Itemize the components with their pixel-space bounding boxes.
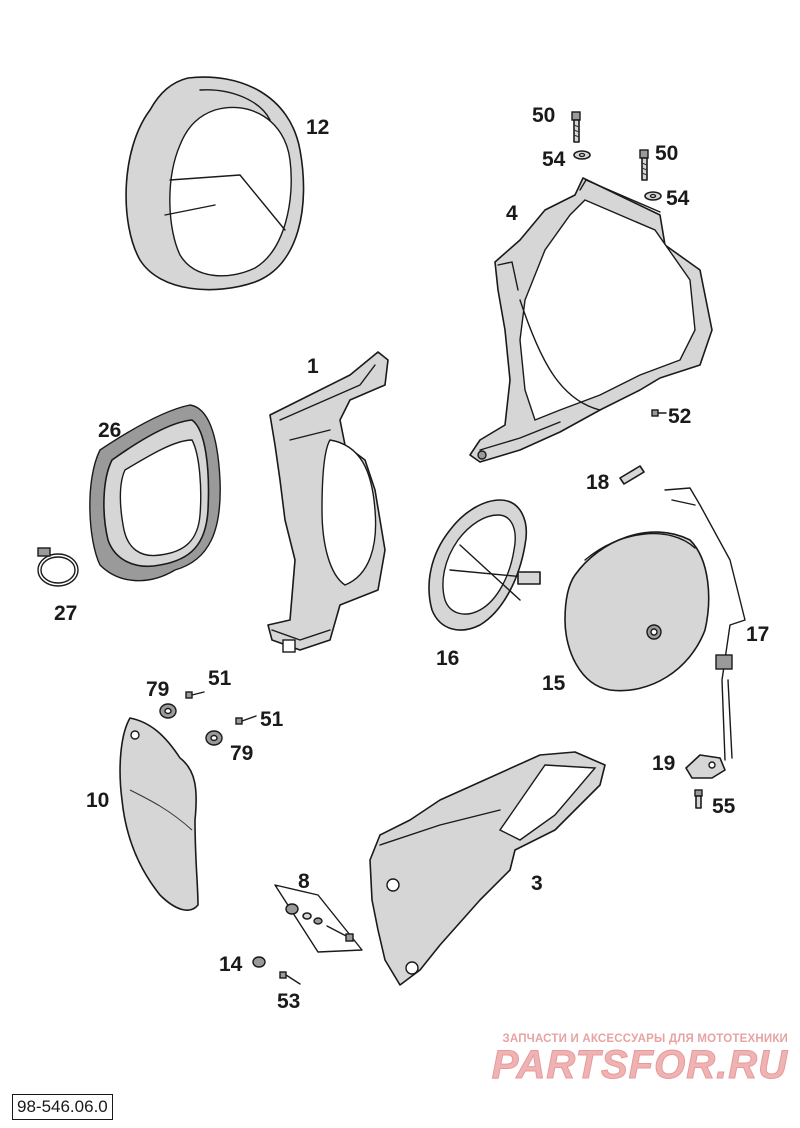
nut-part-14 [252,956,266,968]
filter-flange-part-26 [89,404,221,582]
filter-cage-part-16 [428,499,541,631]
callout-12: 12 [306,116,330,139]
callout-17: 17 [746,623,770,646]
callout-3: 3 [531,872,543,895]
callout-8: 8 [298,870,310,893]
callout-16: 16 [436,647,460,670]
screw-part-53 [279,971,301,985]
document-number: 98-546.06.0 [12,1094,113,1120]
callout-55: 55 [712,795,736,818]
side-cover-part-3 [369,751,606,986]
pin-part-18 [619,465,645,485]
screw-part-55 [694,789,703,809]
callout-50b: 50 [655,142,679,165]
screw-part-51a [185,691,205,699]
callout-79b: 79 [230,742,254,765]
grommet-part-79a [159,703,177,719]
callout-79a: 79 [146,678,170,701]
clamp-bracket-part-19 [685,754,726,779]
callout-27: 27 [54,602,78,625]
callout-18: 18 [586,471,610,494]
screw-part-51b [235,715,257,725]
callout-53: 53 [277,990,301,1013]
callout-1: 1 [307,355,319,378]
support-rod-part-17 [664,487,746,761]
washer-part-54b [644,191,662,201]
callout-4: 4 [506,202,518,225]
callout-26: 26 [98,419,122,442]
watermark: ЗАПЧАСТИ И АКСЕССУАРЫ ДЛЯ МОТОТЕХНИКИ PA… [488,1033,788,1088]
watermark-tagline: ЗАПЧАСТИ И АКСЕССУАРЫ ДЛЯ МОТОТЕХНИКИ [502,1033,788,1045]
air-filter-part-15 [564,531,710,692]
grommet-part-79b [205,730,223,746]
airbox-cover-part-12 [125,76,305,291]
screw-part-52 [651,409,667,417]
airbox-housing-part-4 [469,177,713,463]
bracket-part-1 [267,351,389,653]
callout-10: 10 [86,789,110,812]
bolt-part-50a [571,111,581,143]
hose-clamp-part-27 [37,547,79,587]
callout-14: 14 [219,953,243,976]
callout-19: 19 [652,752,676,775]
washer-part-54a [573,150,591,160]
callout-50a: 50 [532,104,556,127]
callout-51b: 51 [260,708,284,731]
callout-15: 15 [542,672,566,695]
side-cover-part-10 [119,717,199,911]
callout-54a: 54 [542,148,566,171]
callout-54b: 54 [666,187,690,210]
callout-51a: 51 [208,667,232,690]
mounting-kit-part-8 [274,884,363,953]
bolt-part-50b [639,149,649,181]
watermark-brand: PARTSFOR.RU [491,1043,788,1088]
callout-52: 52 [668,405,692,428]
